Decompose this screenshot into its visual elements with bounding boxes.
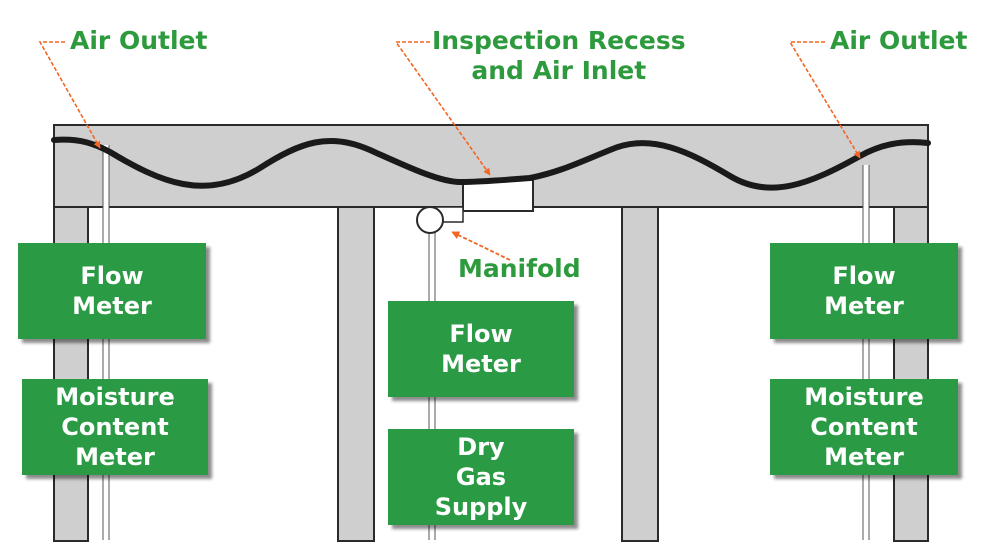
manifold-leader [451,231,511,261]
box-text-line: Moisture [55,383,175,411]
left-flow-meter-box: Flow Meter [18,243,206,339]
box-text-line: Flow [449,320,513,348]
box-text-line: Meter [824,292,904,320]
inspection-label-line2: and Air Inlet [471,56,647,85]
wavy-air-duct [51,136,931,191]
box-text-line: Content [61,413,169,441]
inspection-label-line1: Inspection Recess [432,26,686,55]
inspection-leader [394,41,491,176]
manifold-circle [416,206,444,234]
air-outlet-left-leader [38,41,101,149]
inspection-recess-label: Inspection Recess and Air Inlet [432,26,686,86]
box-text-line: Meter [75,443,155,471]
box-text-line: Meter [441,350,521,378]
box-text-line: Dry [457,433,505,461]
center-right-leg [621,204,659,542]
box-text-line: Flow [832,262,896,290]
center-flow-meter-box: Flow Meter [388,301,574,397]
air-outlet-left-label: Air Outlet [70,26,208,55]
box-text-line: Gas [455,463,507,491]
center-dry-gas-supply-box: Dry Gas Supply [388,429,574,525]
box-text-line: Flow [80,262,144,290]
box-text-line: Content [810,413,918,441]
right-flow-meter-box: Flow Meter [770,243,958,339]
manifold-label: Manifold [458,254,581,283]
inspection-recess [462,179,534,212]
center-left-leg [337,204,375,542]
left-moisture-content-meter-box: Moisture Content Meter [22,379,208,475]
air-outlet-right-label: Air Outlet [830,26,968,55]
box-text-line: Moisture [804,383,924,411]
box-text-line: Meter [72,292,152,320]
right-moisture-content-meter-box: Moisture Content Meter [770,379,958,475]
box-text-line: Meter [824,443,904,471]
box-text-line: Supply [434,493,528,521]
